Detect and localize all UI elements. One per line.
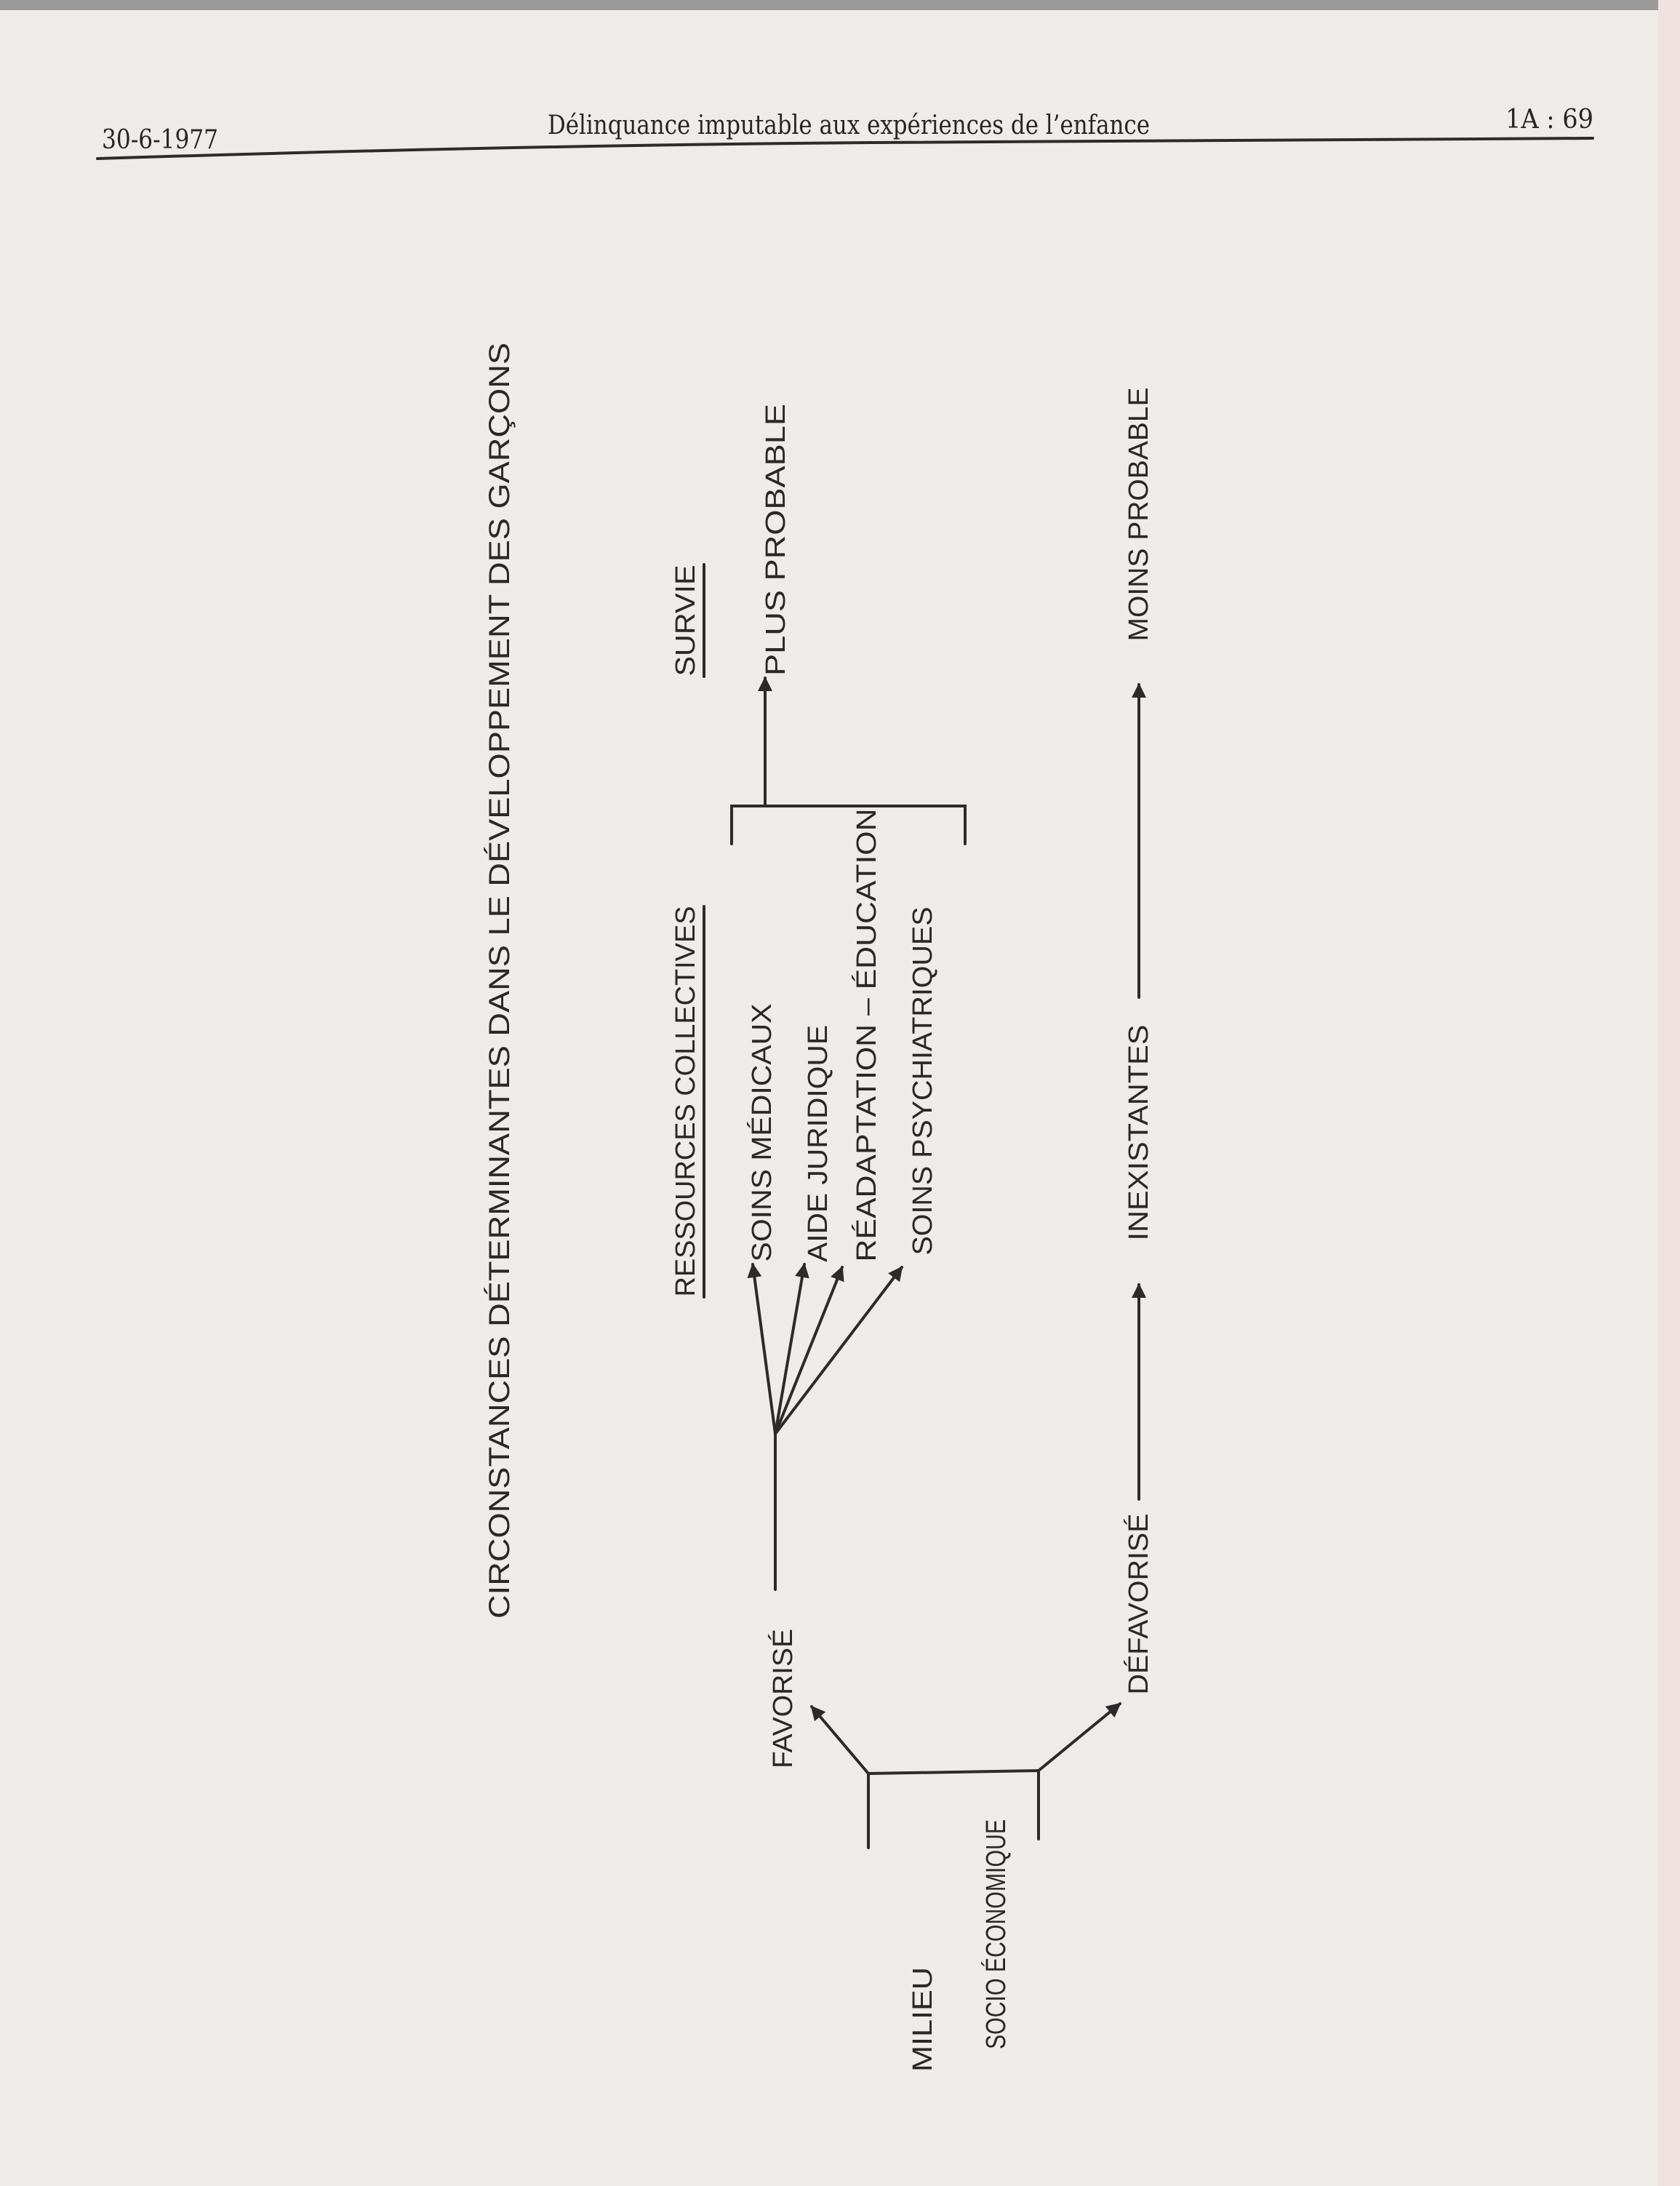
- arrow-to-defavorise: [1037, 1702, 1121, 1772]
- header-date: 30-6-1977: [102, 125, 218, 155]
- diagram-title: CIRCONSTANCES DÉTERMINANTES DANS LE DÉVE…: [483, 343, 516, 1619]
- root-label-milieu: MILIEU: [908, 1967, 938, 2072]
- root-bracket: [867, 1768, 1040, 1849]
- resources-heading: RESSOURCES COLLECTIVES: [671, 906, 701, 1297]
- root-label-socio-economique: SOCIO ÉCONOMIQUE: [980, 1819, 1012, 2049]
- scan-edge-right: [1658, 0, 1680, 2186]
- arrow-soins-psychiatriques: [774, 1266, 903, 1435]
- header-title: Délinquance imputable aux expériences de…: [548, 111, 1150, 140]
- outcome-heading: SURVIE: [671, 565, 701, 677]
- header-rule: [96, 137, 1594, 160]
- arrow-readaptation: [774, 1266, 844, 1435]
- arrow-soins-medicaux: [747, 1263, 777, 1435]
- scan-edge: [0, 0, 1680, 10]
- resource-item: SOINS PSYCHIATRIQUES: [908, 907, 938, 1256]
- header-page-ref: 1A : 69: [1505, 105, 1593, 135]
- resource-item: RÉADAPTATION – ÉDUCATION: [851, 809, 882, 1262]
- outcome-moins-probable: MOINS PROBABLE: [1124, 388, 1154, 642]
- resource-item: SOINS MÉDICAUX: [746, 1004, 777, 1262]
- resource-item: AIDE JURIDIQUE: [803, 1025, 833, 1262]
- branch-favorise: FAVORISÉ: [767, 1629, 799, 1768]
- branch-defavorise: DÉFAVORISÉ: [1123, 1514, 1154, 1695]
- resources-absent: INEXISTANTES: [1124, 1025, 1154, 1241]
- arrow-aide-juridique: [774, 1263, 809, 1435]
- arrow-to-favorise: [810, 1705, 870, 1775]
- resources-bracket: [730, 805, 967, 845]
- outcome-plus-probable: PLUS PROBABLE: [761, 404, 791, 676]
